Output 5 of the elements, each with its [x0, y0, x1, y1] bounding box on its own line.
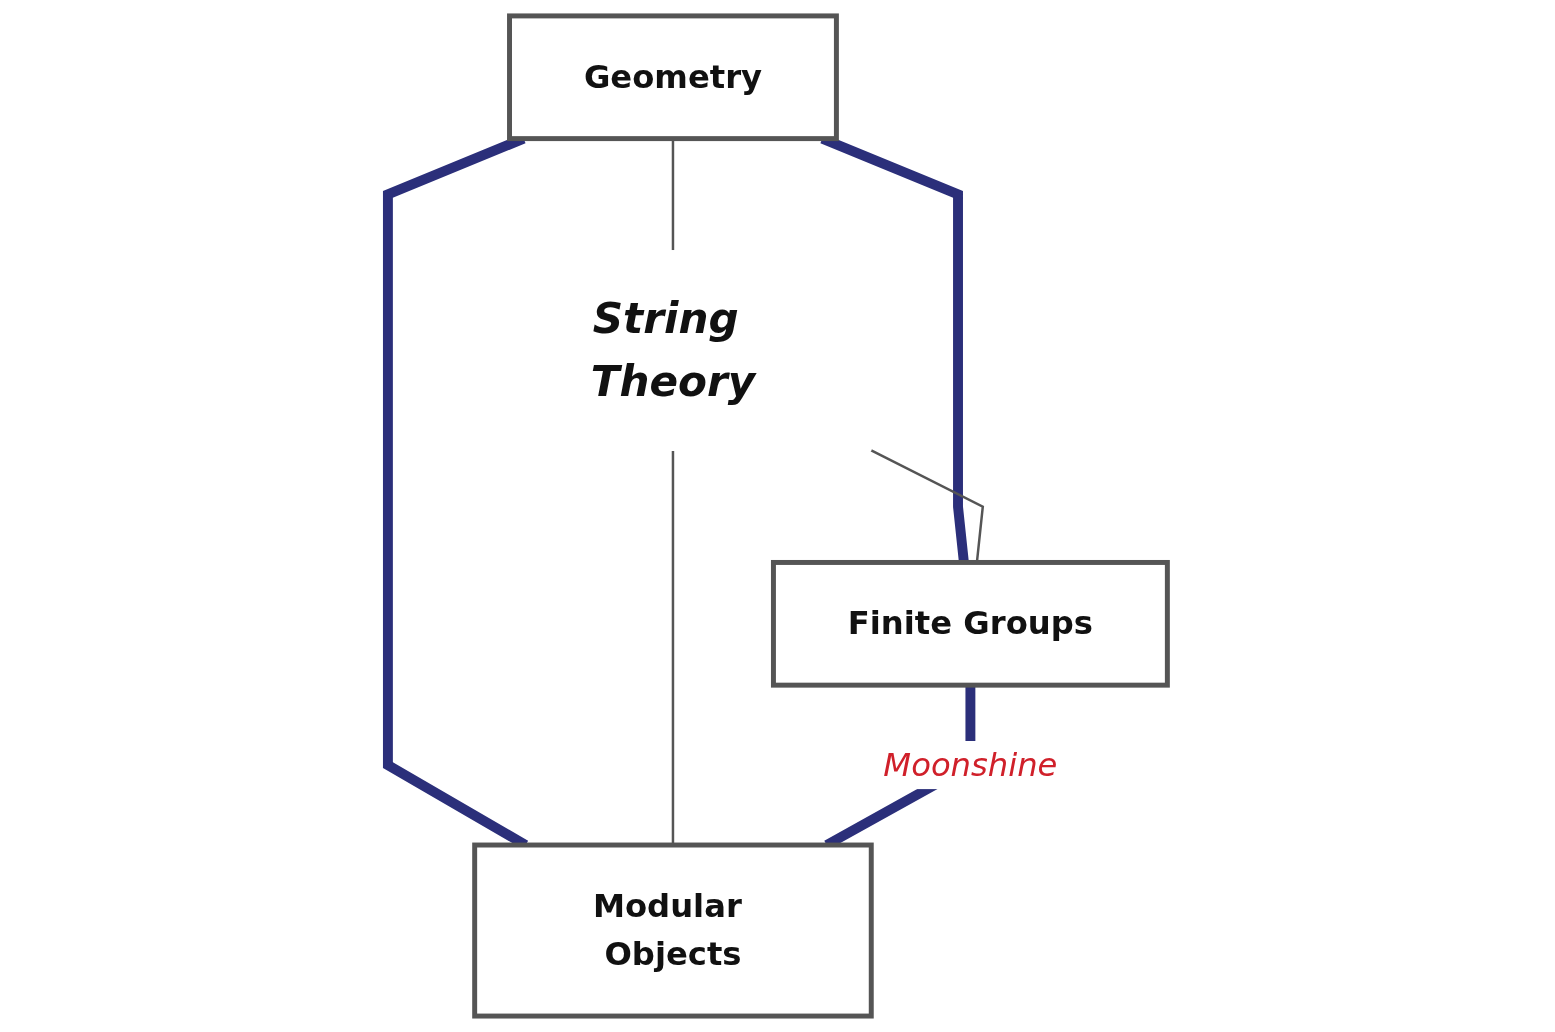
node-box: Modular Objects	[472, 842, 874, 1019]
node-text: String Theory	[590, 293, 756, 407]
edge-label: Moonshine	[883, 745, 1058, 784]
node-box: Finite Groups	[770, 560, 1170, 688]
node-box: Geometry	[506, 13, 839, 142]
